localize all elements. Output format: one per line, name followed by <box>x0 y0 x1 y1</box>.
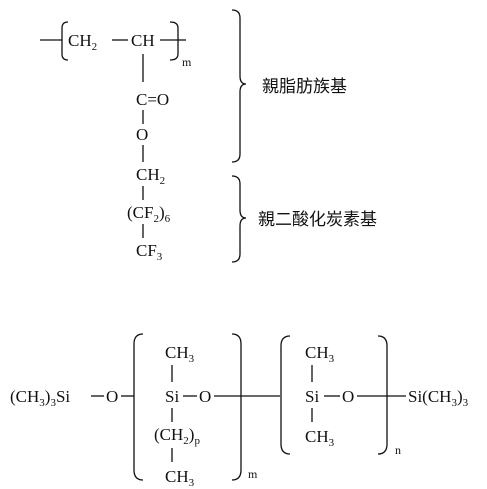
trifluoromethyl-group: CF3 <box>136 241 163 263</box>
methyl-top-2: CH3 <box>305 343 335 365</box>
methylene-group: CH2 <box>136 165 165 187</box>
bracket-m-left <box>133 333 144 481</box>
methyl-top-1: CH3 <box>165 343 195 365</box>
left-bracket <box>61 21 69 61</box>
label-co2philic: 親二酸化炭素基 <box>258 210 377 230</box>
silicon-1: Si <box>165 387 179 406</box>
fluoroacrylate-structure: CH2 CH m C=O O CH2 (CF2)6 <box>40 9 377 263</box>
right-end-group: Si(CH3)3 <box>408 387 469 409</box>
ch2-group: CH2 <box>68 31 97 53</box>
oxygen-2: O <box>199 387 211 406</box>
brace-co2philic <box>231 175 247 263</box>
bracket-n-right <box>377 335 388 455</box>
siloxane-structure: (CH3)3Si O m CH3 Si O (CH2)p CH3 n <box>10 333 469 489</box>
ester-oxygen: O <box>136 125 148 144</box>
left-end-group: (CH3)3Si <box>10 387 70 409</box>
repeat-m: m <box>182 55 192 69</box>
silicon-2: Si <box>305 387 319 406</box>
oxygen-3: O <box>342 387 354 406</box>
methyl-bottom-2: CH3 <box>305 427 335 449</box>
repeat-m-siloxane: m <box>248 467 258 481</box>
oxygen-1: O <box>106 387 118 406</box>
perfluoro-chain: (CF2)6 <box>127 203 171 225</box>
alkyl-chain: (CH2)p <box>154 425 200 447</box>
label-lipophilic: 親脂肪族基 <box>262 77 347 97</box>
bracket-m-right <box>231 333 242 481</box>
bracket-n-left <box>280 335 291 455</box>
carbonyl-group: C=O <box>136 90 169 109</box>
repeat-n: n <box>395 443 401 457</box>
ch-group: CH <box>131 31 155 50</box>
methyl-bottom-1: CH3 <box>165 467 195 489</box>
brace-lipophilic <box>231 9 247 163</box>
right-bracket <box>169 21 179 61</box>
